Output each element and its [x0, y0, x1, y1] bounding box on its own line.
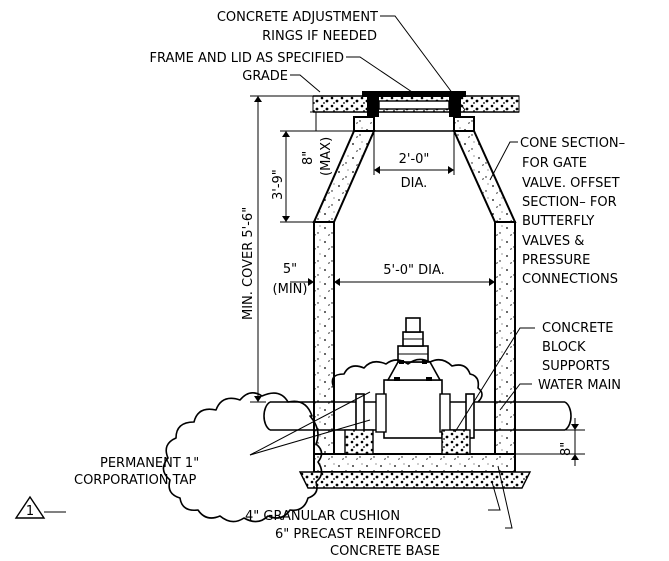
dim-adjust-height-label: 8": [301, 151, 316, 165]
dim-top-opening-label: 2'-0": [399, 152, 430, 167]
label-rings-if-needed: RINGS IF NEEDED: [262, 29, 377, 44]
label-concrete-adjustment: CONCRETE ADJUSTMENT: [217, 10, 378, 25]
dim-base-clearance-label: 8": [559, 442, 574, 456]
dim-top-opening: [373, 131, 455, 175]
dim-wall-thickness-label: 5": [283, 262, 297, 277]
label-water-main: WATER MAIN: [538, 378, 621, 393]
dim-wall-min-label: (MIN): [273, 282, 308, 297]
dim-min-cover: [250, 95, 313, 403]
label-connections: CONNECTIONS: [522, 272, 618, 287]
adjustment-rings: [353, 116, 475, 132]
label-corporation-tap: CORPORATION TAP: [74, 473, 196, 488]
dim-wall-thickness: [290, 278, 314, 286]
label-granular-cushion: 4" GRANULAR CUSHION: [245, 509, 400, 524]
leader-lines: [249, 15, 535, 529]
label-concrete-base: CONCRETE BASE: [330, 544, 440, 559]
label-grade: GRADE: [242, 69, 288, 84]
granular-cushion: [298, 471, 532, 489]
label-precast-reinforced: 6" PRECAST REINFORCED: [275, 527, 441, 542]
precast-base: [313, 453, 516, 473]
revision-cloud-valve: [331, 358, 483, 403]
label-block: BLOCK: [542, 340, 586, 355]
label-supports: SUPPORTS: [542, 359, 610, 374]
dim-top-dia-label: DIA.: [401, 176, 428, 191]
dim-cone-height: [280, 130, 354, 223]
label-pressure: PRESSURE: [522, 253, 590, 268]
label-section-for: SECTION– FOR: [522, 195, 617, 210]
label-valve-offset: VALVE. OFFSET: [522, 176, 620, 191]
label-valves-and: VALVES &: [522, 234, 584, 249]
gate-valve: [375, 317, 451, 439]
label-cone-section: CONE SECTION–: [520, 136, 625, 151]
concrete-block-supports: [344, 429, 471, 455]
dim-adjust-height: [310, 111, 354, 131]
label-concrete: CONCRETE: [542, 321, 614, 336]
frame-and-lid: [362, 91, 466, 117]
dim-base-clearance: [515, 418, 585, 466]
label-for-gate: FOR GATE: [522, 156, 587, 171]
dim-min-cover-label: MIN. COVER 5'-6": [241, 207, 256, 320]
dim-cone-height-label: 3'-9": [271, 169, 286, 200]
label-frame-and-lid: FRAME AND LID AS SPECIFIED: [150, 51, 344, 66]
revision-triangle-icon: [14, 495, 66, 519]
revision-cloud-main: [162, 392, 323, 523]
revision-tag: 1: [26, 504, 34, 519]
label-butterfly: BUTTERFLY: [522, 214, 594, 229]
dim-adjust-max-label: (MAX): [319, 137, 334, 176]
label-permanent: PERMANENT 1": [100, 456, 199, 471]
dim-inside-dia: [334, 278, 495, 286]
dim-inside-dia-label: 5'-0" DIA.: [383, 263, 445, 278]
